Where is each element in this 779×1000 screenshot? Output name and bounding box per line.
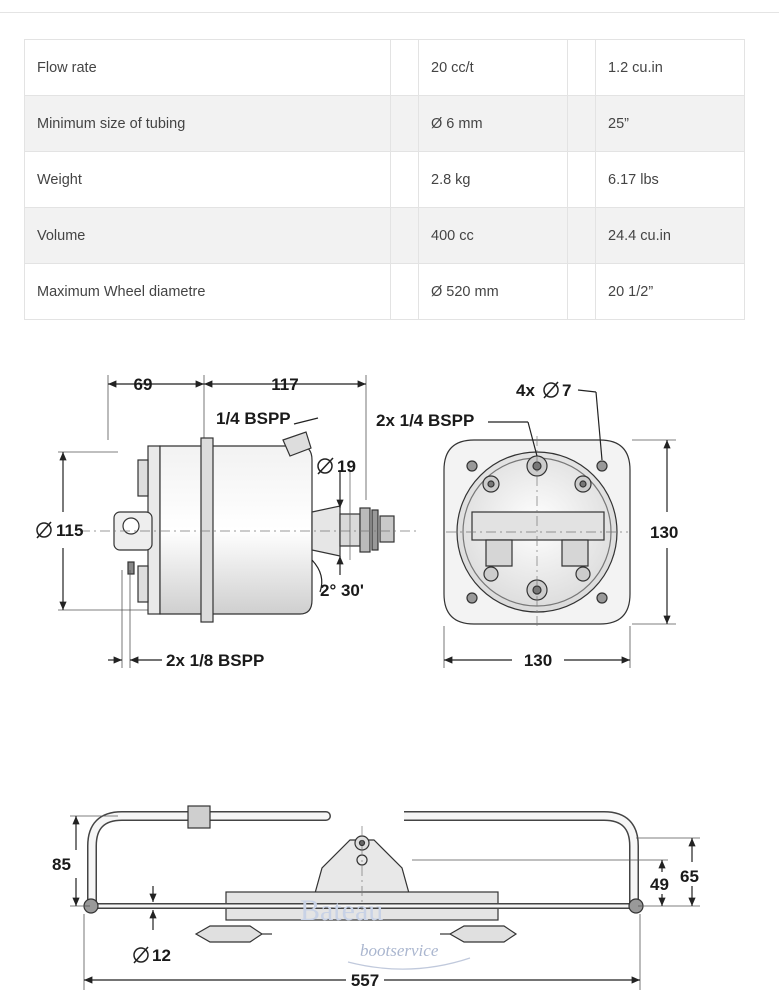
- front-view-labels: 4x 7 2x 1/4 BSPP 130 130: [376, 381, 678, 670]
- spec-imperial: 20 1/2”: [595, 263, 745, 320]
- dim-85-label: 85: [52, 855, 71, 874]
- dim-557-label: 557: [351, 971, 379, 990]
- side-view-drawing: [58, 375, 420, 668]
- spec-label: Volume: [24, 207, 391, 264]
- spec-imperial: 24.4 cu.in: [595, 207, 745, 264]
- port-top-label: 1/4 BSPP: [216, 409, 291, 428]
- dia-12-label: 12: [152, 946, 171, 965]
- spec-metric: Ø 6 mm: [418, 95, 568, 152]
- watermark-logo: Bateau bootservice: [300, 894, 471, 970]
- port-bottom-label: 2x 1/8 BSPP: [166, 651, 264, 670]
- angle-label: 2° 30': [320, 581, 364, 600]
- bracket-view-drawing: [70, 805, 700, 990]
- dim-69-label: 69: [134, 375, 153, 394]
- diameter-symbol-icon: [317, 457, 334, 475]
- dim-117-label: 117: [271, 375, 298, 394]
- table-row: Minimum size of tubing Ø 6 mm 25”: [24, 95, 745, 152]
- dim-65-label: 65: [680, 867, 699, 886]
- spec-imperial: 25”: [595, 95, 745, 152]
- bracket-view-labels: 85 49 65 12 557: [52, 855, 699, 990]
- dia-19-label: 19: [337, 457, 356, 476]
- spec-metric: 400 cc: [418, 207, 568, 264]
- spec-label: Weight: [24, 151, 391, 208]
- diameter-symbol-icon: [133, 946, 149, 964]
- spec-label: Minimum size of tubing: [24, 95, 391, 152]
- width-130-label: 130: [524, 651, 552, 670]
- table-row: Weight 2.8 kg 6.17 lbs: [24, 151, 745, 208]
- spec-table: Flow rate 20 cc/t 1.2 cu.in Minimum size…: [24, 39, 745, 320]
- diameter-symbol-icon: [543, 381, 559, 399]
- hole-dia-label: 7: [562, 381, 571, 400]
- dia-115-label: 115: [56, 521, 83, 540]
- diameter-symbol-icon: [36, 521, 52, 539]
- ports-label: 2x 1/4 BSPP: [376, 411, 474, 430]
- height-130-label: 130: [650, 523, 678, 542]
- watermark-line1: Bateau: [300, 894, 383, 927]
- top-divider: [0, 12, 779, 13]
- spec-metric: 2.8 kg: [418, 151, 568, 208]
- holes-count-label: 4x: [516, 381, 535, 400]
- table-row: Volume 400 cc 24.4 cu.in: [24, 207, 745, 264]
- watermark-line2: bootservice: [360, 941, 439, 960]
- table-row: Flow rate 20 cc/t 1.2 cu.in: [24, 39, 745, 96]
- spec-label: Flow rate: [24, 39, 391, 96]
- table-row: Maximum Wheel diametre Ø 520 mm 20 1/2”: [24, 263, 745, 320]
- spec-label: Maximum Wheel diametre: [24, 263, 391, 320]
- side-view-labels: 69 117 1/4 BSPP 19 115 2° 30' 2x 1/8 BSP…: [36, 375, 364, 670]
- dim-49-label: 49: [650, 875, 669, 894]
- front-view-drawing: [443, 389, 676, 668]
- spec-imperial: 6.17 lbs: [595, 151, 745, 208]
